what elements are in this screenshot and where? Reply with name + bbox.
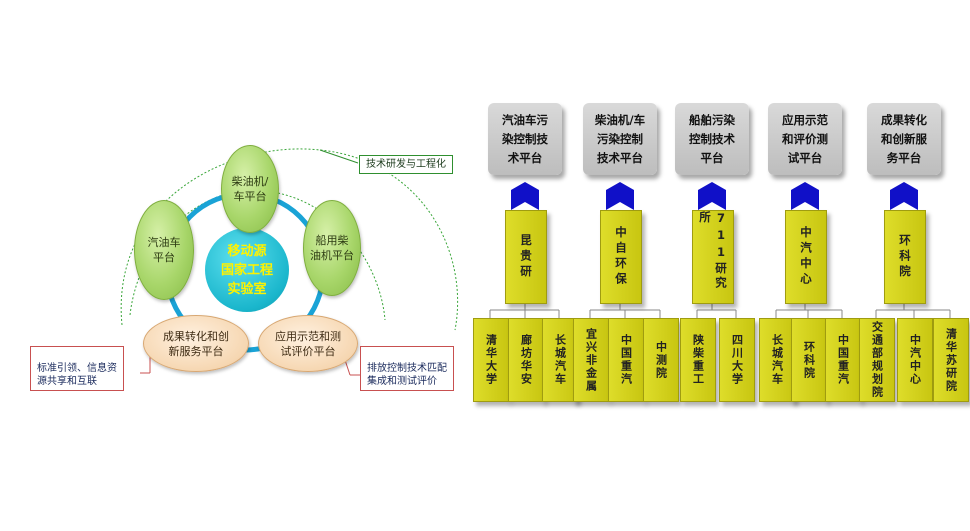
ellipse-diesel-platform: 柴油机/ 车平台 [221,145,279,233]
lead-org-label: 昆贵研 [519,233,533,281]
lead-org-label: 中自环保 [614,226,628,288]
lead-org-label: 中汽中心 [799,226,813,288]
center-lab-label: 移动源 国家工程 实验室 [220,243,273,297]
partner-org-label: 中测院 [654,340,668,380]
tech-callout-leader [319,149,359,164]
ellipse-demonstration-platform: 应用示范和测 试评价平台 [258,315,358,372]
platform-title: 应用示范 和评价测 试平台 [782,112,828,165]
tech-dev-callout: 技术研发与工程化 [359,155,453,174]
platform-title: 船舶污染 控制技术 平台 [689,112,735,165]
partner-org-box: 陕柴重工 [680,318,716,402]
partner-org-label: 宜兴非金属 [584,327,598,393]
partner-org-box: 长城汽车 [759,318,795,402]
arrow-icon [511,182,539,210]
platform-title: 汽油车污 染控制技 术平台 [502,112,548,165]
platform-title: 柴油机/车 污染控制 技术平台 [594,112,646,165]
ellipse-diesel-label: 柴油机/ 车平台 [231,175,269,203]
partner-org-box: 宜兴非金属 [573,318,609,402]
ellipse-marine-platform: 船用柴 油机平台 [303,200,361,296]
lead-org-label: 环科院 [898,233,912,281]
center-lab-circle: 移动源 国家工程 实验室 [205,228,289,312]
emission-callout: 排放控制技术匹配 集成和测试评价 [360,346,454,391]
lead-org-box: 711研究所 [692,210,734,304]
platform-title: 成果转化 和创新服 务平台 [881,112,927,165]
lead-org-box: 环科院 [884,210,926,304]
lead-org-box: 中自环保 [600,210,642,304]
partner-org-box: 中国重汽 [608,318,644,402]
partner-org-label: 长城汽车 [770,334,784,386]
lead-org-box: 中汽中心 [785,210,827,304]
partner-org-box: 中测院 [643,318,679,402]
partner-org-box: 中国重汽 [825,318,861,402]
lead-org-box: 昆贵研 [505,210,547,304]
ellipse-commercialization-platform: 成果转化和创 新服务平台 [143,315,249,372]
partner-org-box: 清华苏研院 [933,318,969,402]
partner-org-box: 四川大学 [719,318,755,402]
ellipse-gasoline-label: 汽油车 平台 [147,236,181,264]
partner-org-label: 中汽中心 [908,334,922,386]
standard-callout-text: 标准引领、信息资 源共享和互联 [37,363,117,387]
partner-org-box: 清华大学 [473,318,509,402]
partner-org-label: 清华大学 [484,334,498,386]
partner-org-label: 廊坊华安 [519,334,533,386]
platform-box-commercialization: 成果转化 和创新服 务平台 [867,103,941,175]
ellipse-gasoline-platform: 汽油车 平台 [134,200,194,300]
partner-org-label: 交通部规划院 [870,321,884,399]
partner-org-label: 陕柴重工 [691,334,705,386]
ellipse-commercialization-label: 成果转化和创 新服务平台 [163,329,229,358]
partner-org-label: 中国重汽 [619,334,633,386]
partner-org-box: 环科院 [791,318,827,402]
tech-dev-callout-text: 技术研发与工程化 [366,159,446,170]
partner-org-label: 清华苏研院 [944,327,958,393]
partner-org-box: 廊坊华安 [508,318,544,402]
partner-org-box: 中汽中心 [897,318,933,402]
partner-org-box: 交通部规划院 [859,318,895,402]
lead-org-label: 711研究所 [698,211,728,291]
platform-box-marine: 船舶污染 控制技术 平台 [675,103,749,175]
partner-org-label: 四川大学 [730,334,744,386]
ellipse-demonstration-label: 应用示范和测 试评价平台 [275,329,341,358]
arrow-icon [606,182,634,210]
emission-callout-text: 排放控制技术匹配 集成和测试评价 [367,363,447,387]
platform-box-gasoline: 汽油车污 染控制技 术平台 [488,103,562,175]
partner-org-label: 长城汽车 [553,334,567,386]
platform-box-diesel: 柴油机/车 污染控制 技术平台 [583,103,657,175]
standard-callout: 标准引领、信息资 源共享和互联 [30,346,124,391]
arrow-icon [791,182,819,210]
partner-org-label: 环科院 [802,340,816,380]
arrow-icon [698,182,726,210]
platform-box-demonstration: 应用示范 和评价测 试平台 [768,103,842,175]
partner-org-label: 中国重汽 [836,334,850,386]
ellipse-marine-label: 船用柴 油机平台 [310,234,354,262]
arrow-icon [890,182,918,210]
